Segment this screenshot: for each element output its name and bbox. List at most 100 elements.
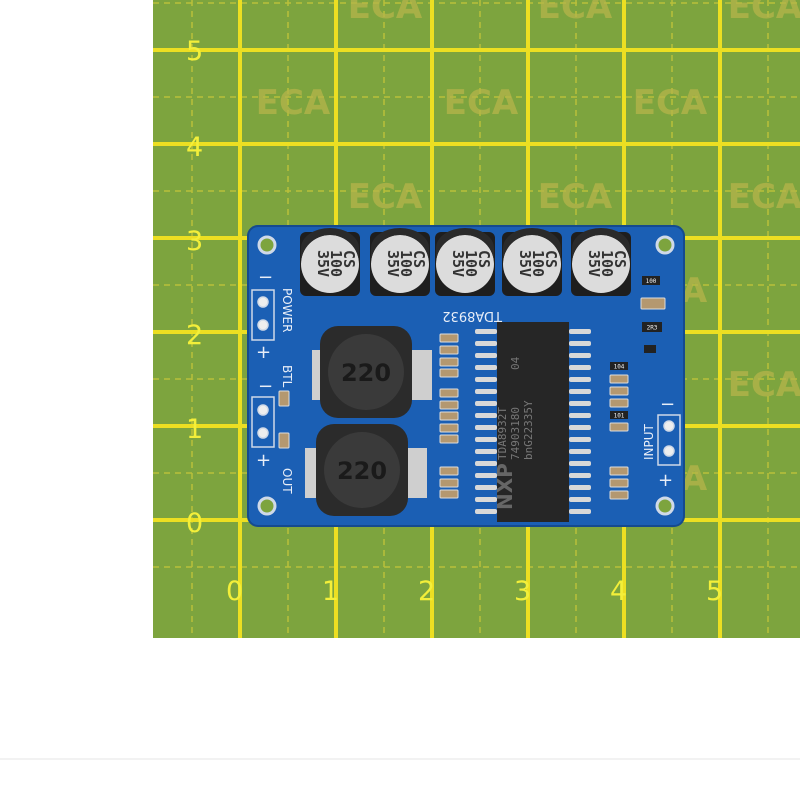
y-label-3: 3: [186, 226, 203, 257]
eca-watermark: ECA: [633, 83, 708, 123]
capacitor-can: [436, 235, 494, 293]
tda8932-chip: [497, 322, 569, 522]
smd-part: [439, 489, 459, 499]
smd-part: [609, 386, 629, 396]
chip-pin: [475, 329, 497, 334]
chip-pin: [569, 497, 591, 502]
capacitor-text: CS: [410, 250, 428, 268]
inductor-value: 220: [341, 359, 391, 387]
smd-part: [640, 297, 666, 310]
chip-pin: [569, 329, 591, 334]
inductor-top: 220: [312, 326, 432, 418]
capacitor-text: 35V: [314, 250, 332, 277]
chip-pin: [475, 473, 497, 478]
chip-pin: [475, 449, 497, 454]
smd-part: [439, 357, 459, 367]
chip-line-2: 74903180: [509, 407, 522, 460]
capacitor-can: [572, 235, 630, 293]
out-plus: +: [256, 450, 271, 471]
resistor-code-100: 100: [646, 278, 657, 285]
x-label-2: 2: [418, 576, 435, 607]
capacitor-text: 100: [462, 250, 480, 277]
resistor-code-2r3: 2R3: [647, 325, 658, 332]
smd-part: [439, 368, 459, 378]
x-label-3: 3: [514, 576, 531, 607]
chip-pin: [569, 509, 591, 514]
chip-pin: [569, 461, 591, 466]
capacitor-text: 100: [529, 250, 547, 277]
input-label: INPUT: [642, 423, 656, 460]
smd-part: [439, 434, 459, 444]
eca-watermark: ECA: [538, 177, 613, 217]
x-label-0: 0: [226, 576, 243, 607]
capacitor-text: CS: [475, 250, 493, 268]
mounting-holes: [257, 235, 675, 516]
eca-watermark: ECA: [728, 177, 800, 217]
chip-markings: TDA8932T 74903180 bnG22335Y 04: [496, 356, 535, 460]
smd-part: [609, 490, 629, 500]
chip-pin: [475, 365, 497, 370]
smd-part: [439, 400, 459, 410]
eca-watermark: ECA: [728, 0, 800, 27]
chip-pin: [475, 401, 497, 406]
chip-pin: [475, 413, 497, 418]
eca-watermark: ECA: [256, 83, 331, 123]
chip-pin: [475, 461, 497, 466]
capacitor-can: [503, 235, 561, 293]
chip-pin: [475, 509, 497, 514]
x-label-5: 5: [706, 576, 723, 607]
header-pads: [251, 289, 681, 466]
chip-pins: [475, 329, 591, 514]
y-label-2: 2: [186, 320, 203, 351]
capacitor-text: CS: [611, 250, 629, 268]
chip-pin: [475, 341, 497, 346]
smd-part: [439, 333, 459, 343]
capacitor-text: 35V: [585, 250, 603, 277]
resistor-code-104: 104: [614, 364, 625, 371]
chip-pin: [475, 437, 497, 442]
smd-part: [278, 432, 290, 449]
resistor-codes: 100 2R3 104 101: [610, 276, 662, 420]
chip-line-3: bnG22335Y: [522, 400, 535, 460]
eca-watermark: ECA: [728, 365, 800, 405]
chip-pin: [569, 425, 591, 430]
resistor-2r3: [642, 322, 662, 332]
chip-pin: [569, 413, 591, 418]
watermarks: ECAECAECAECAECAECAECAECAECAECAECAECA: [256, 0, 800, 499]
capacitor-text: 35V: [449, 250, 467, 277]
resistor-101: [610, 411, 628, 419]
smd-components: [278, 297, 666, 500]
chip-pin: [569, 341, 591, 346]
capacitor-stripe: [503, 228, 561, 264]
power-plus: +: [256, 342, 271, 363]
chip-pin: [475, 389, 497, 394]
smd-part: [439, 345, 459, 355]
power-minus: −: [258, 267, 273, 288]
smd-part: [439, 411, 459, 421]
chip-pin: [569, 473, 591, 478]
chip-pin: [569, 449, 591, 454]
y-label-5: 5: [186, 36, 203, 67]
polarity-marks: − + − + − +: [256, 267, 675, 491]
smd-part: [609, 398, 629, 408]
y-label-1: 1: [186, 414, 203, 445]
resistor-100: [642, 276, 660, 285]
out-label: OUT: [280, 468, 294, 494]
capacitor-text: 100: [397, 250, 415, 277]
inductor-value: 220: [337, 457, 387, 485]
resistor-104: [610, 362, 628, 370]
chip-pin: [569, 377, 591, 382]
smd-part: [439, 478, 459, 488]
chip-pin: [475, 485, 497, 490]
inductor-bottom: 220: [305, 424, 427, 516]
nxp-logo: NXP: [493, 463, 517, 510]
smd-transistor: [644, 345, 656, 353]
btl-label: BTL: [280, 365, 294, 388]
y-label-0: 0: [186, 508, 203, 539]
x-label-1: 1: [322, 576, 339, 607]
